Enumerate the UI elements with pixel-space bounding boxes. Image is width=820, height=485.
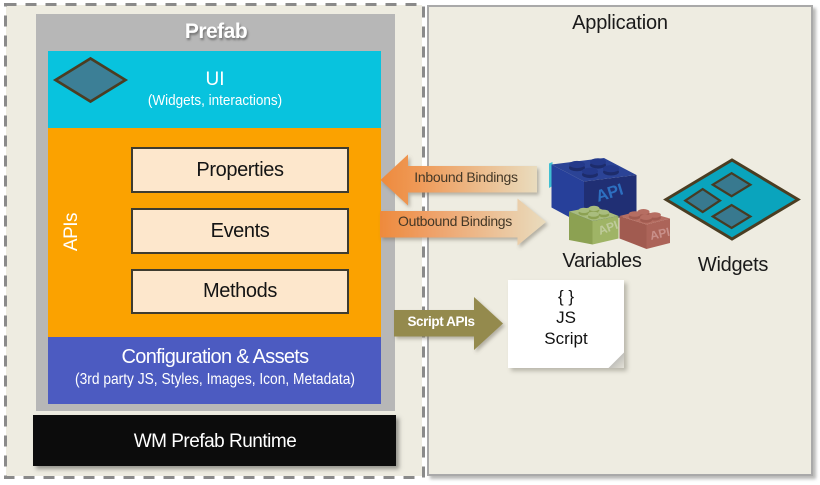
svg-text:API: API xyxy=(649,225,672,243)
svg-text:Outbound Bindings: Outbound Bindings xyxy=(398,213,512,229)
svg-text:API: API xyxy=(596,218,620,238)
svg-text:Script APIs: Script APIs xyxy=(407,314,474,329)
svg-text:Inbound Bindings: Inbound Bindings xyxy=(414,169,518,185)
